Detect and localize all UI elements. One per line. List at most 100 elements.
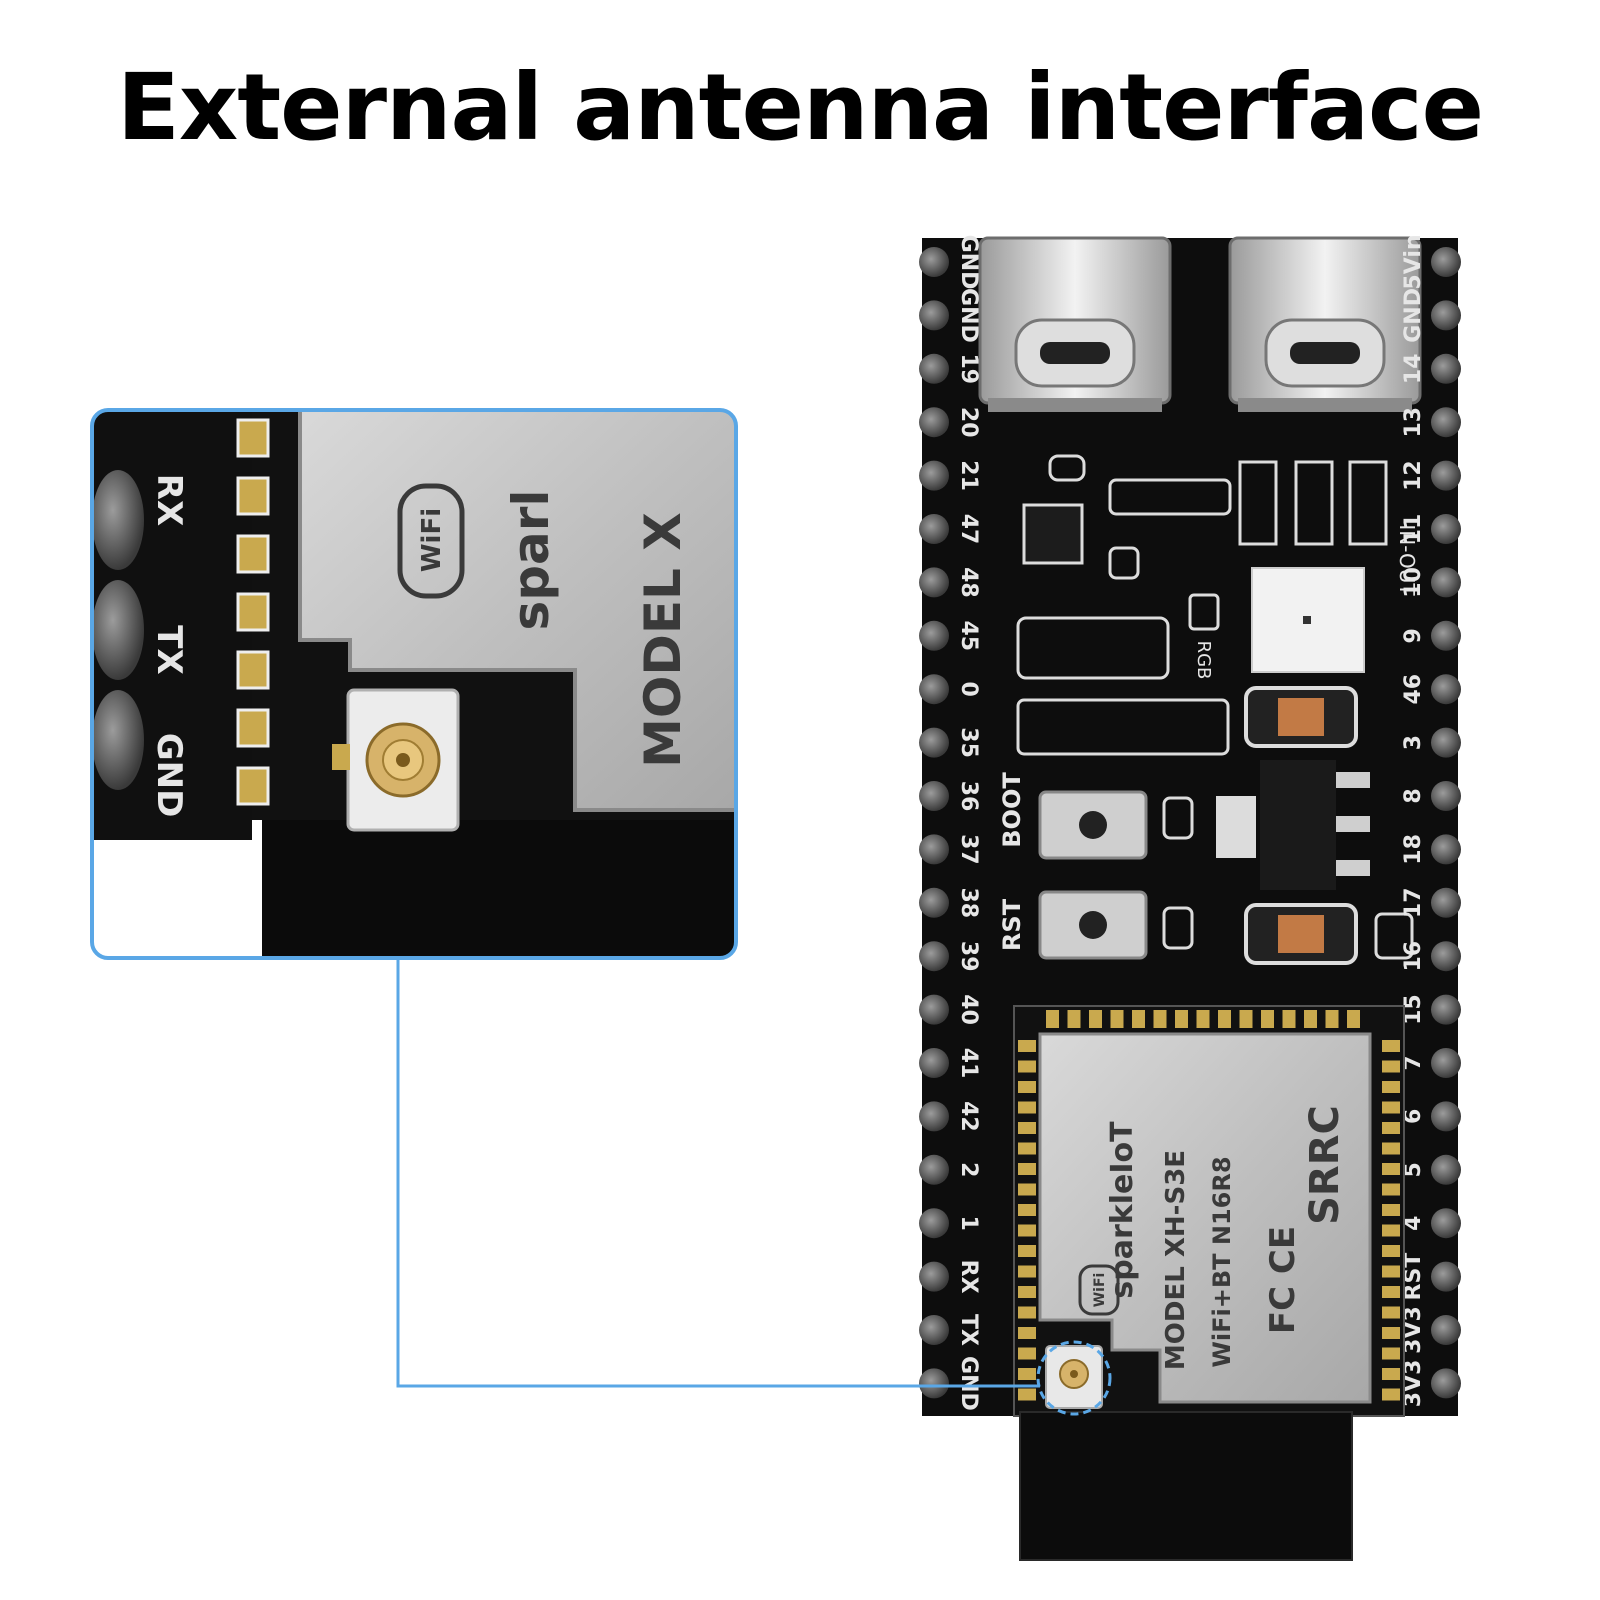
- module-brand: sparkleIoT: [1105, 1121, 1140, 1299]
- pin-label: 16: [1401, 941, 1426, 972]
- pin-label: GND: [956, 1356, 981, 1411]
- module-pad: [1196, 1010, 1210, 1028]
- pin-label: 17: [1401, 887, 1426, 918]
- header-pin: [1431, 941, 1461, 972]
- header-pin: [919, 567, 949, 598]
- header-pin: [919, 1368, 949, 1399]
- header-pin: [919, 727, 949, 758]
- module-pad: [1382, 1327, 1400, 1339]
- pin-label: 39: [956, 941, 981, 972]
- module-pad: [1018, 1060, 1036, 1073]
- header-pin: [919, 460, 949, 491]
- pin-label: 15: [1401, 994, 1426, 1025]
- inset-frame: [90, 408, 738, 960]
- header-pin: [919, 247, 949, 277]
- pin-label: 35: [956, 727, 981, 758]
- pin-label: 41: [956, 1048, 981, 1079]
- rst-label: RST: [998, 898, 1026, 951]
- pin-label: 11: [1401, 514, 1426, 545]
- header-pin: [919, 781, 949, 811]
- header-pin: [919, 674, 949, 705]
- inset-module-pads: [236, 418, 270, 806]
- right-pin-header: [1431, 247, 1461, 1399]
- header-pin: [1431, 620, 1461, 651]
- module-cert: SRRC: [1302, 1105, 1348, 1225]
- module-pad: [1382, 1163, 1400, 1175]
- pin-label: 13: [1401, 407, 1426, 438]
- callout-line: [396, 958, 1040, 1388]
- module-pad: [1382, 1142, 1400, 1155]
- zoom-inset: RX TX GND MODEL X sparl WiFi: [90, 408, 738, 960]
- pin-label: GND: [956, 235, 981, 290]
- module-pad: [1175, 1010, 1188, 1028]
- connector-highlight-ring: [1036, 1340, 1112, 1416]
- module-pad: [1018, 1286, 1036, 1298]
- in-out-label: IN-OUT: [1395, 524, 1419, 596]
- header-pin: [1431, 1101, 1461, 1132]
- module-pad: [1282, 1010, 1296, 1028]
- module-pad: [1382, 1306, 1400, 1319]
- header-pin: [1431, 514, 1461, 544]
- ipex-antenna-connector-icon: [332, 688, 460, 832]
- headline: External antenna interface: [117, 54, 1484, 161]
- svg-text:WiFi: WiFi: [1092, 1273, 1108, 1308]
- header-pin: [1431, 1208, 1461, 1239]
- module-pad: [1239, 1010, 1253, 1028]
- pin-label: 14: [1401, 353, 1426, 384]
- pin-label: 9: [1401, 628, 1426, 643]
- left-pin-header: [919, 247, 949, 1399]
- wifi-badge-icon: WiFi: [1078, 1264, 1120, 1316]
- pin-label: 37: [956, 834, 981, 865]
- inset-gnd-label: GND: [149, 733, 189, 818]
- module-pad: [1261, 1010, 1274, 1028]
- pin-label: 21: [956, 460, 981, 491]
- module-pad: [1382, 1286, 1400, 1298]
- module-pad: [1018, 1040, 1036, 1052]
- pin-label: 8: [1401, 788, 1426, 803]
- pcb-antenna: [1019, 1411, 1353, 1561]
- pin-label: 4: [1401, 1216, 1426, 1231]
- usb-c-port-icon: [978, 236, 1172, 412]
- header-pin: [1431, 353, 1461, 384]
- header-pin: [919, 1048, 949, 1078]
- header-pin: [1431, 834, 1461, 865]
- module-pad: [1018, 1368, 1036, 1380]
- module-pad: [1382, 1224, 1400, 1237]
- header-pin: [1431, 1261, 1461, 1292]
- module-pad: [1325, 1010, 1339, 1028]
- module-pad: [1018, 1204, 1036, 1216]
- ipex-antenna-connector-icon[interactable]: [1036, 1340, 1112, 1416]
- module-pad: [1018, 1101, 1036, 1114]
- pin-label: 48: [956, 567, 981, 598]
- header-pin: [1431, 674, 1461, 705]
- module-pad: [1018, 1122, 1036, 1134]
- left-pin-labels: GNDGND1920214748450353637383940414221RXT…: [956, 235, 981, 1411]
- header-pin: [919, 1154, 949, 1185]
- header-pin: [1431, 727, 1461, 758]
- inset-header-pins: [92, 470, 144, 790]
- module-pad: [1218, 1010, 1231, 1028]
- module-pad: [1382, 1388, 1400, 1401]
- pin-label: 36: [956, 781, 981, 812]
- header-pin: [1431, 781, 1461, 811]
- header-pin: [1431, 300, 1461, 331]
- header-pin: [919, 1261, 949, 1292]
- module-pad: [1067, 1010, 1081, 1028]
- module-pad: [1382, 1122, 1400, 1134]
- module-pad: [1382, 1347, 1400, 1360]
- voltage-regulator: [1216, 760, 1370, 890]
- module-pad: [1382, 1081, 1400, 1093]
- right-pin-labels: 5VinGND141312111094638181716157654RST3V3…: [1401, 234, 1426, 1407]
- capacitor: [1244, 903, 1358, 965]
- inset-model-text: MODEL X: [634, 512, 692, 768]
- module-pad: [1018, 1081, 1036, 1093]
- module-pad: [1046, 1010, 1059, 1028]
- pin-label: 12: [1401, 460, 1426, 491]
- pushbutton-icon: [1038, 790, 1148, 860]
- header-pin: [919, 941, 949, 972]
- pin-label: 47: [956, 514, 981, 545]
- pin-label: 18: [1401, 834, 1426, 865]
- header-pin: [1431, 1315, 1461, 1345]
- pin-label: 3: [1401, 735, 1426, 750]
- capacitor: [1244, 686, 1358, 748]
